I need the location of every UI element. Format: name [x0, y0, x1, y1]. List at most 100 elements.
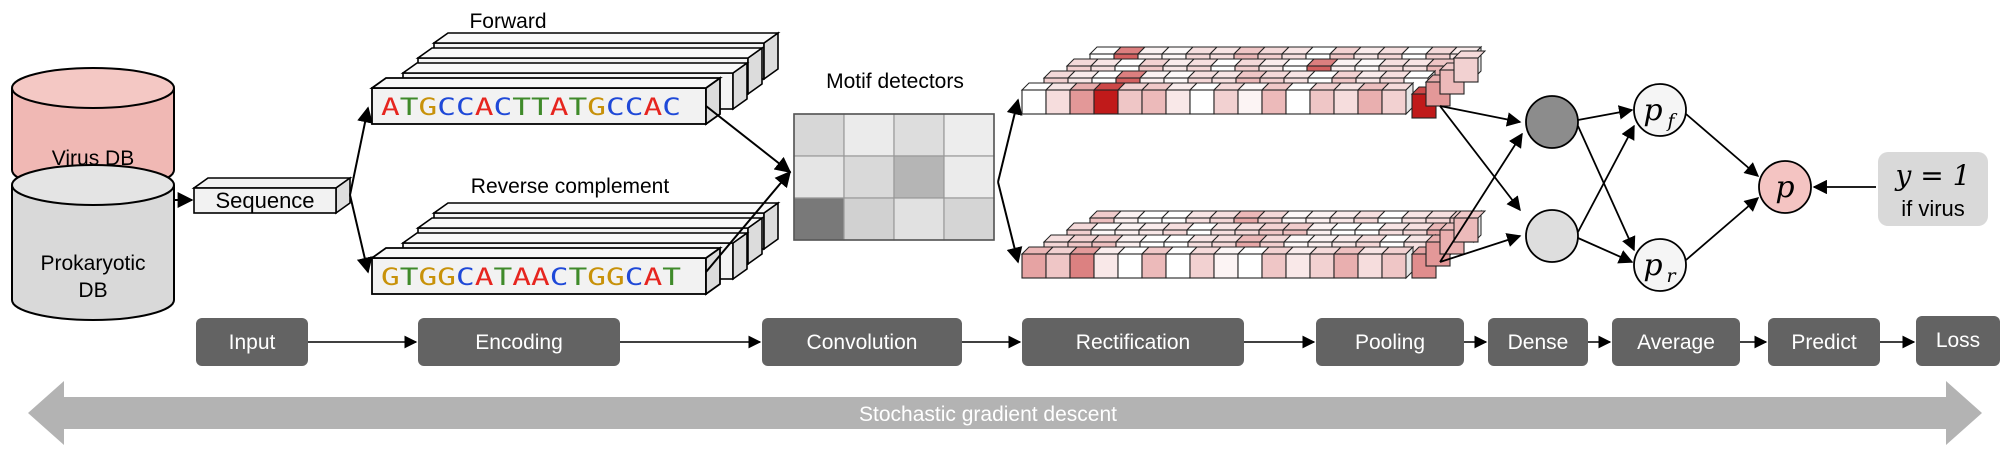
nucleotide-G: G [606, 263, 625, 291]
nucleotide-C: C [625, 263, 644, 291]
nucleotide-C: C [625, 93, 644, 121]
activation-cell [1093, 89, 1119, 115]
stage-rectification: Rectification [1022, 318, 1244, 366]
motif-cell [893, 155, 945, 199]
pool-to-dense-arrows [1439, 105, 1523, 263]
p-final-node: p [1758, 160, 1812, 214]
reverse-activation-map [1020, 209, 1483, 280]
dense-unit-1 [1525, 95, 1579, 149]
activation-cell [1165, 89, 1191, 115]
target-note: if virus [1901, 196, 1965, 221]
stage-pooling: Pooling [1316, 318, 1464, 366]
nucleotide-C: C [437, 93, 456, 121]
activation-cell [1285, 89, 1311, 115]
stage-average-label: Average [1637, 331, 1715, 354]
p-reverse-symbol: p [1643, 248, 1662, 283]
stage-input-label: Input [229, 331, 276, 354]
motif-cell [793, 113, 845, 157]
activation-cell [1381, 89, 1407, 115]
activation-cell [1117, 89, 1143, 115]
nucleotide-G: G [381, 263, 400, 291]
stage-dense: Dense [1488, 318, 1588, 366]
nucleotide-C: C [662, 93, 681, 121]
forward-activation-map [1020, 45, 1483, 116]
target-box: y = 1 if virus [1878, 152, 1988, 226]
prokaryotic-db-label-line1: Prokaryotic [40, 252, 145, 275]
activation-cell [1261, 253, 1287, 279]
nucleotide-C: C [456, 263, 475, 291]
motif-cell [843, 155, 895, 199]
activation-cell [1237, 89, 1263, 115]
activation-cell [1189, 89, 1215, 115]
reverse-back-layers: GTGGCATAACTGGCATGTGGCATAACTGGCATGTGGCATA… [400, 201, 781, 281]
activation-cell [1069, 253, 1095, 279]
nucleotide-C: C [456, 93, 475, 121]
stage-predict-label: Predict [1791, 331, 1857, 354]
nucleotide-T: T [512, 93, 531, 121]
pooled-cell [1453, 57, 1479, 83]
nucleotide-G: G [419, 263, 438, 291]
nucleotide-G: G [437, 263, 456, 291]
motif-to-activation-arrows [997, 98, 1023, 264]
activation-cell [1357, 253, 1383, 279]
activation-front-row [1020, 81, 1415, 116]
motif-detector-matrix [793, 113, 995, 241]
p-reverse-node: p r [1633, 238, 1687, 292]
stage-input: Input [196, 318, 308, 366]
activation-cell [1093, 253, 1119, 279]
stage-dense-label: Dense [1508, 331, 1569, 354]
motif-cell [943, 197, 995, 241]
average-arrows [1685, 113, 1760, 261]
dense-to-output-arrows [1577, 105, 1636, 264]
nucleotide-A: A [512, 263, 531, 291]
activation-cell [1117, 253, 1143, 279]
motif-cell [793, 155, 845, 199]
nucleotide-T: T [569, 93, 588, 121]
nucleotide-A: A [475, 263, 494, 291]
virus-db-cylinder: Virus DB [11, 67, 175, 191]
target-equation: y = 1 [1894, 159, 1971, 192]
nucleotide-A: A [531, 263, 550, 291]
nucleotide-A: A [381, 93, 400, 121]
nucleotide-T: T [662, 263, 681, 291]
activation-cell [1381, 253, 1407, 279]
nucleotide-T: T [531, 93, 550, 121]
sgd-label: Stochastic gradient descent [859, 403, 1117, 426]
sgd-double-arrow: Stochastic gradient descent [28, 381, 1982, 445]
nucleotide-G: G [587, 263, 606, 291]
nucleotide-T: T [400, 93, 419, 121]
nucleotide-A: A [550, 93, 569, 121]
p-forward-node: p f [1633, 83, 1687, 137]
activation-cell [1069, 89, 1095, 115]
p-forward-symbol: p [1643, 93, 1662, 128]
nucleotide-C: C [606, 93, 625, 121]
motif-cell [893, 113, 945, 157]
activation-cell [1333, 89, 1359, 115]
motif-cell [943, 155, 995, 199]
motif-cell [843, 197, 895, 241]
prokaryotic-db-label-line2: DB [78, 279, 107, 302]
nucleotide-T: T [400, 263, 419, 291]
nucleotide-T: T [494, 263, 513, 291]
activation-cell [1309, 253, 1335, 279]
activation-cell [1021, 253, 1047, 279]
activation-cell [1333, 253, 1359, 279]
activation-cell [1285, 253, 1311, 279]
activation-cell [1141, 253, 1167, 279]
nucleotide-G: G [587, 93, 606, 121]
stage-rectification-label: Rectification [1076, 331, 1190, 354]
stage-convolution-label: Convolution [807, 331, 918, 354]
activation-cell [1309, 89, 1335, 115]
nucleotide-C: C [550, 263, 569, 291]
nucleotide-A: A [644, 93, 663, 121]
activation-cell [1237, 253, 1263, 279]
sequence-label: Sequence [215, 188, 314, 213]
p-reverse-subscript: r [1666, 265, 1677, 287]
activation-cell [1357, 89, 1383, 115]
stage-loss-label: Loss [1936, 329, 1980, 352]
motif-cell [943, 113, 995, 157]
nucleotide-T: T [569, 263, 588, 291]
activation-cell [1189, 253, 1215, 279]
nucleotide-C: C [494, 93, 513, 121]
